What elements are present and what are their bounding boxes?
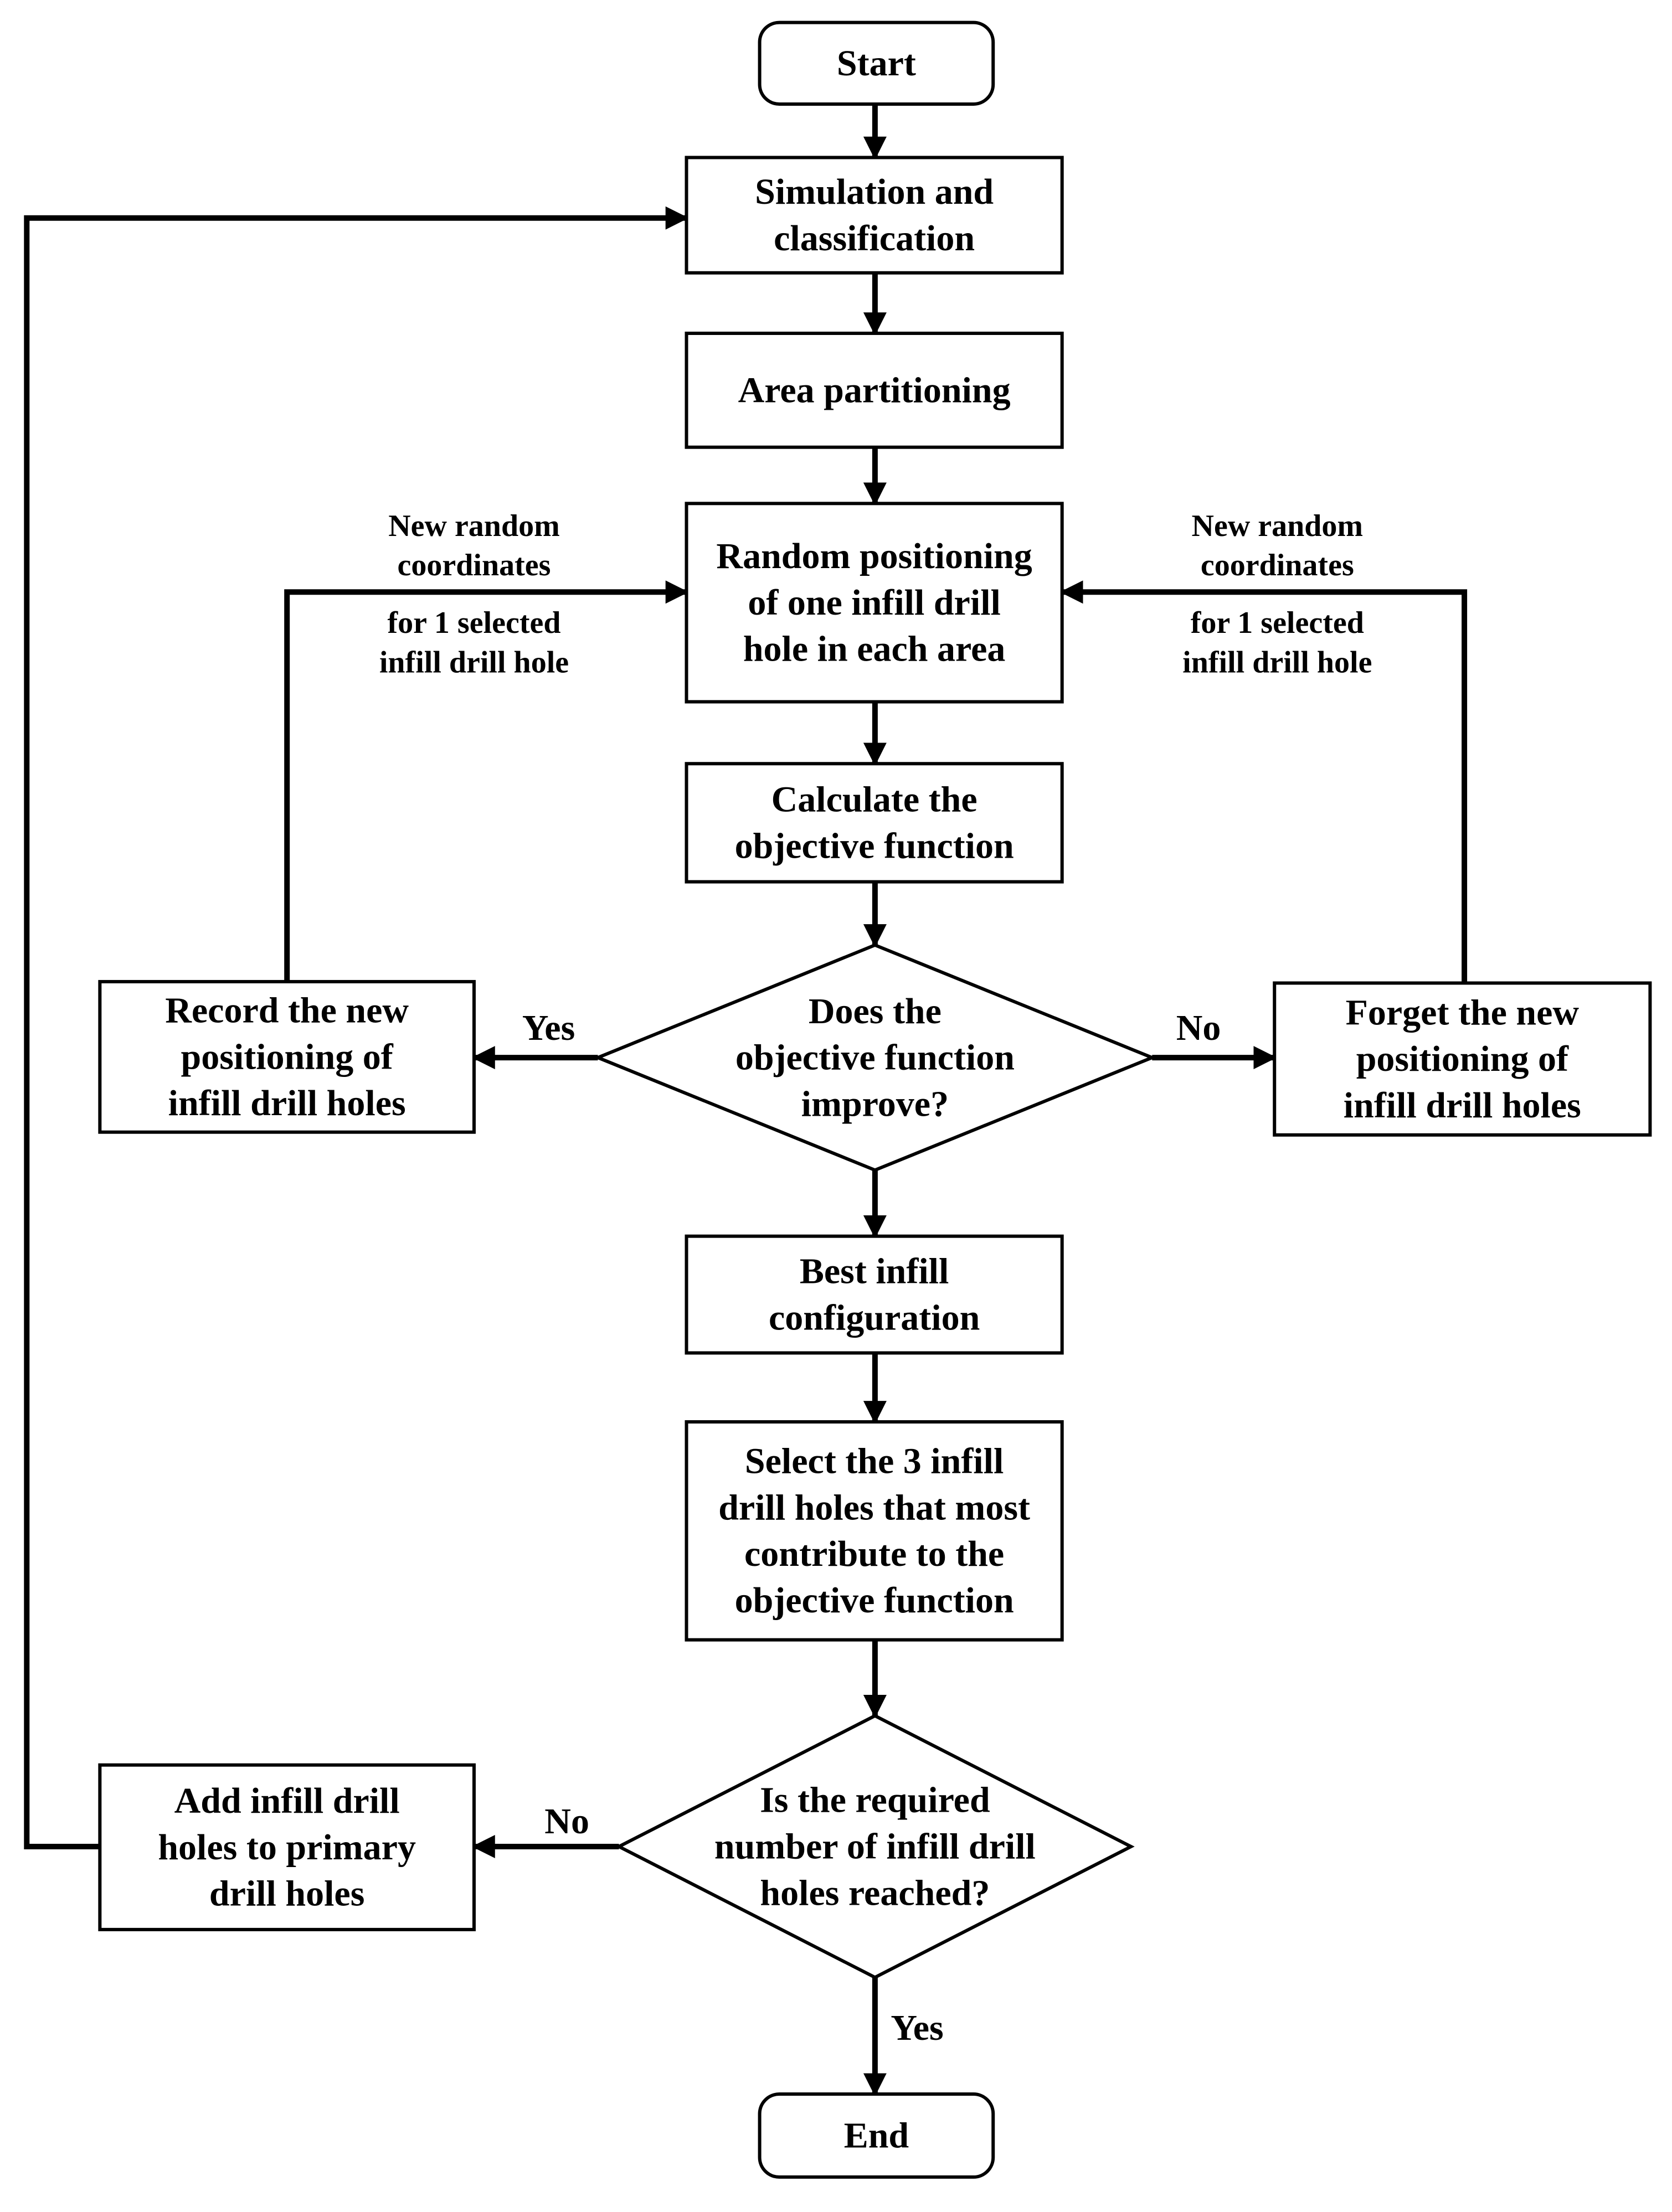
node-partition-shape (685, 331, 1064, 449)
node-forget-shape (1273, 981, 1652, 1137)
node-add-shape (98, 1763, 476, 1931)
label-right-loop: New random coordinates for 1 selected infil… (1182, 509, 1372, 679)
node-simulation-shape (685, 156, 1064, 275)
node-select-text-line-4: objective function (735, 1580, 1014, 1621)
node-partition: Area partitioning (685, 331, 1064, 449)
node-calculate: Calculate the objective function (685, 762, 1064, 884)
node-add: Add infill drill holes to primary drill ho… (98, 1763, 476, 1931)
label-left-loop-line-2: coordinates (398, 548, 551, 582)
node-best: Best infill configuration (685, 1234, 1064, 1355)
node-reached-text-line-3: holes reached? (760, 1873, 990, 1913)
node-random-text-line-1: Random positioning (716, 536, 1032, 576)
node-add-text-line-3: drill holes (209, 1874, 365, 1914)
node-improve-text-line-2: objective function (735, 1038, 1015, 1078)
node-add-text-line-1: Add infill drill (174, 1781, 400, 1821)
node-best-text-line-1: Best infill (800, 1251, 949, 1292)
node-select: Select the 3 infill drill holes that most… (685, 1420, 1064, 1642)
node-random-text-line-2: of one infill drill (748, 582, 1001, 623)
node-reached-text-line-2: number of infill drill (714, 1827, 1036, 1867)
label-right-loop-line-3: for 1 selected (1191, 606, 1364, 640)
node-calculate-shape (685, 762, 1064, 884)
label-right-loop-line-1: New random (1192, 509, 1364, 543)
node-random: Random positioning of one infill drill hol… (685, 502, 1064, 704)
node-simulation: Simulation and classification (685, 156, 1064, 275)
node-improve-text-line-1: Does the (809, 991, 942, 1032)
node-reached-shape (615, 1714, 1135, 1979)
node-improve-text-line-3: improve? (801, 1084, 949, 1124)
node-record-shape (98, 979, 476, 1134)
label-improve-yes: Yes (522, 1008, 575, 1048)
edge-add-to-simulation (24, 206, 689, 1849)
edges-layer (24, 104, 1468, 2097)
node-forget: Forget the new positioning of infill drill… (1273, 981, 1652, 1137)
node-record: Record the new positioning of infill drill… (98, 979, 476, 1134)
node-best-text-line-2: configuration (769, 1297, 980, 1338)
node-select-text-line-2: drill holes that most (718, 1487, 1030, 1528)
node-calculate-text-line-1: Calculate the (771, 779, 978, 819)
node-simulation-text-line-2: classification (774, 218, 975, 259)
node-record-text-line-1: Record the new (165, 990, 409, 1030)
node-end-shape (758, 2092, 995, 2179)
label-reached-no: No (544, 1801, 589, 1842)
node-reached: Is the required number of infill drill hol… (615, 1714, 1135, 1979)
node-partition-text-line-1: Area partitioning (738, 370, 1011, 410)
node-start-text-line-1: Start (837, 43, 916, 84)
node-best-shape (685, 1234, 1064, 1355)
label-left-loop-line-3: for 1 selected (387, 606, 560, 640)
node-reached-text-line-1: Is the required (760, 1780, 990, 1821)
label-right-loop-line-2: coordinates (1201, 548, 1354, 582)
label-right-loop-line-4: infill drill hole (1182, 645, 1372, 679)
node-improve-shape (593, 943, 1157, 1172)
node-random-shape (685, 502, 1064, 704)
edge-forget-to-random (1059, 580, 1468, 983)
label-left-loop-line-1: New random (388, 509, 560, 543)
node-record-text-line-3: infill drill holes (168, 1083, 406, 1123)
node-end: End (758, 2092, 995, 2179)
node-add-text-line-2: holes to primary (158, 1827, 416, 1868)
label-reached-yes: Yes (891, 2008, 943, 2048)
label-improve-no: No (1176, 1008, 1221, 1048)
node-select-text-line-1: Select the 3 infill (745, 1441, 1004, 1482)
label-left-loop: New random coordinates for 1 selected infil… (379, 509, 569, 679)
node-select-shape (685, 1420, 1064, 1642)
labels-layer: New random coordinates for 1 selected infil… (379, 509, 1372, 2048)
node-improve: Does the objective function improve? (593, 943, 1157, 1172)
edge-record-to-random (284, 580, 689, 982)
node-record-text-line-2: positioning of (181, 1037, 394, 1077)
node-end-text-line-1: End (844, 2115, 909, 2156)
node-calculate-text-line-2: objective function (735, 826, 1014, 866)
node-select-text-line-3: contribute to the (744, 1534, 1004, 1574)
node-random-text-line-3: hole in each area (743, 629, 1006, 669)
node-forget-text-line-3: infill drill holes (1344, 1085, 1581, 1126)
node-forget-text-line-1: Forget the new (1346, 992, 1580, 1033)
node-start-shape (758, 20, 995, 106)
node-simulation-text-line-1: Simulation and (755, 172, 994, 212)
node-forget-text-line-2: positioning of (1356, 1039, 1569, 1079)
label-left-loop-line-4: infill drill hole (379, 645, 569, 679)
node-start: Start (758, 20, 995, 106)
